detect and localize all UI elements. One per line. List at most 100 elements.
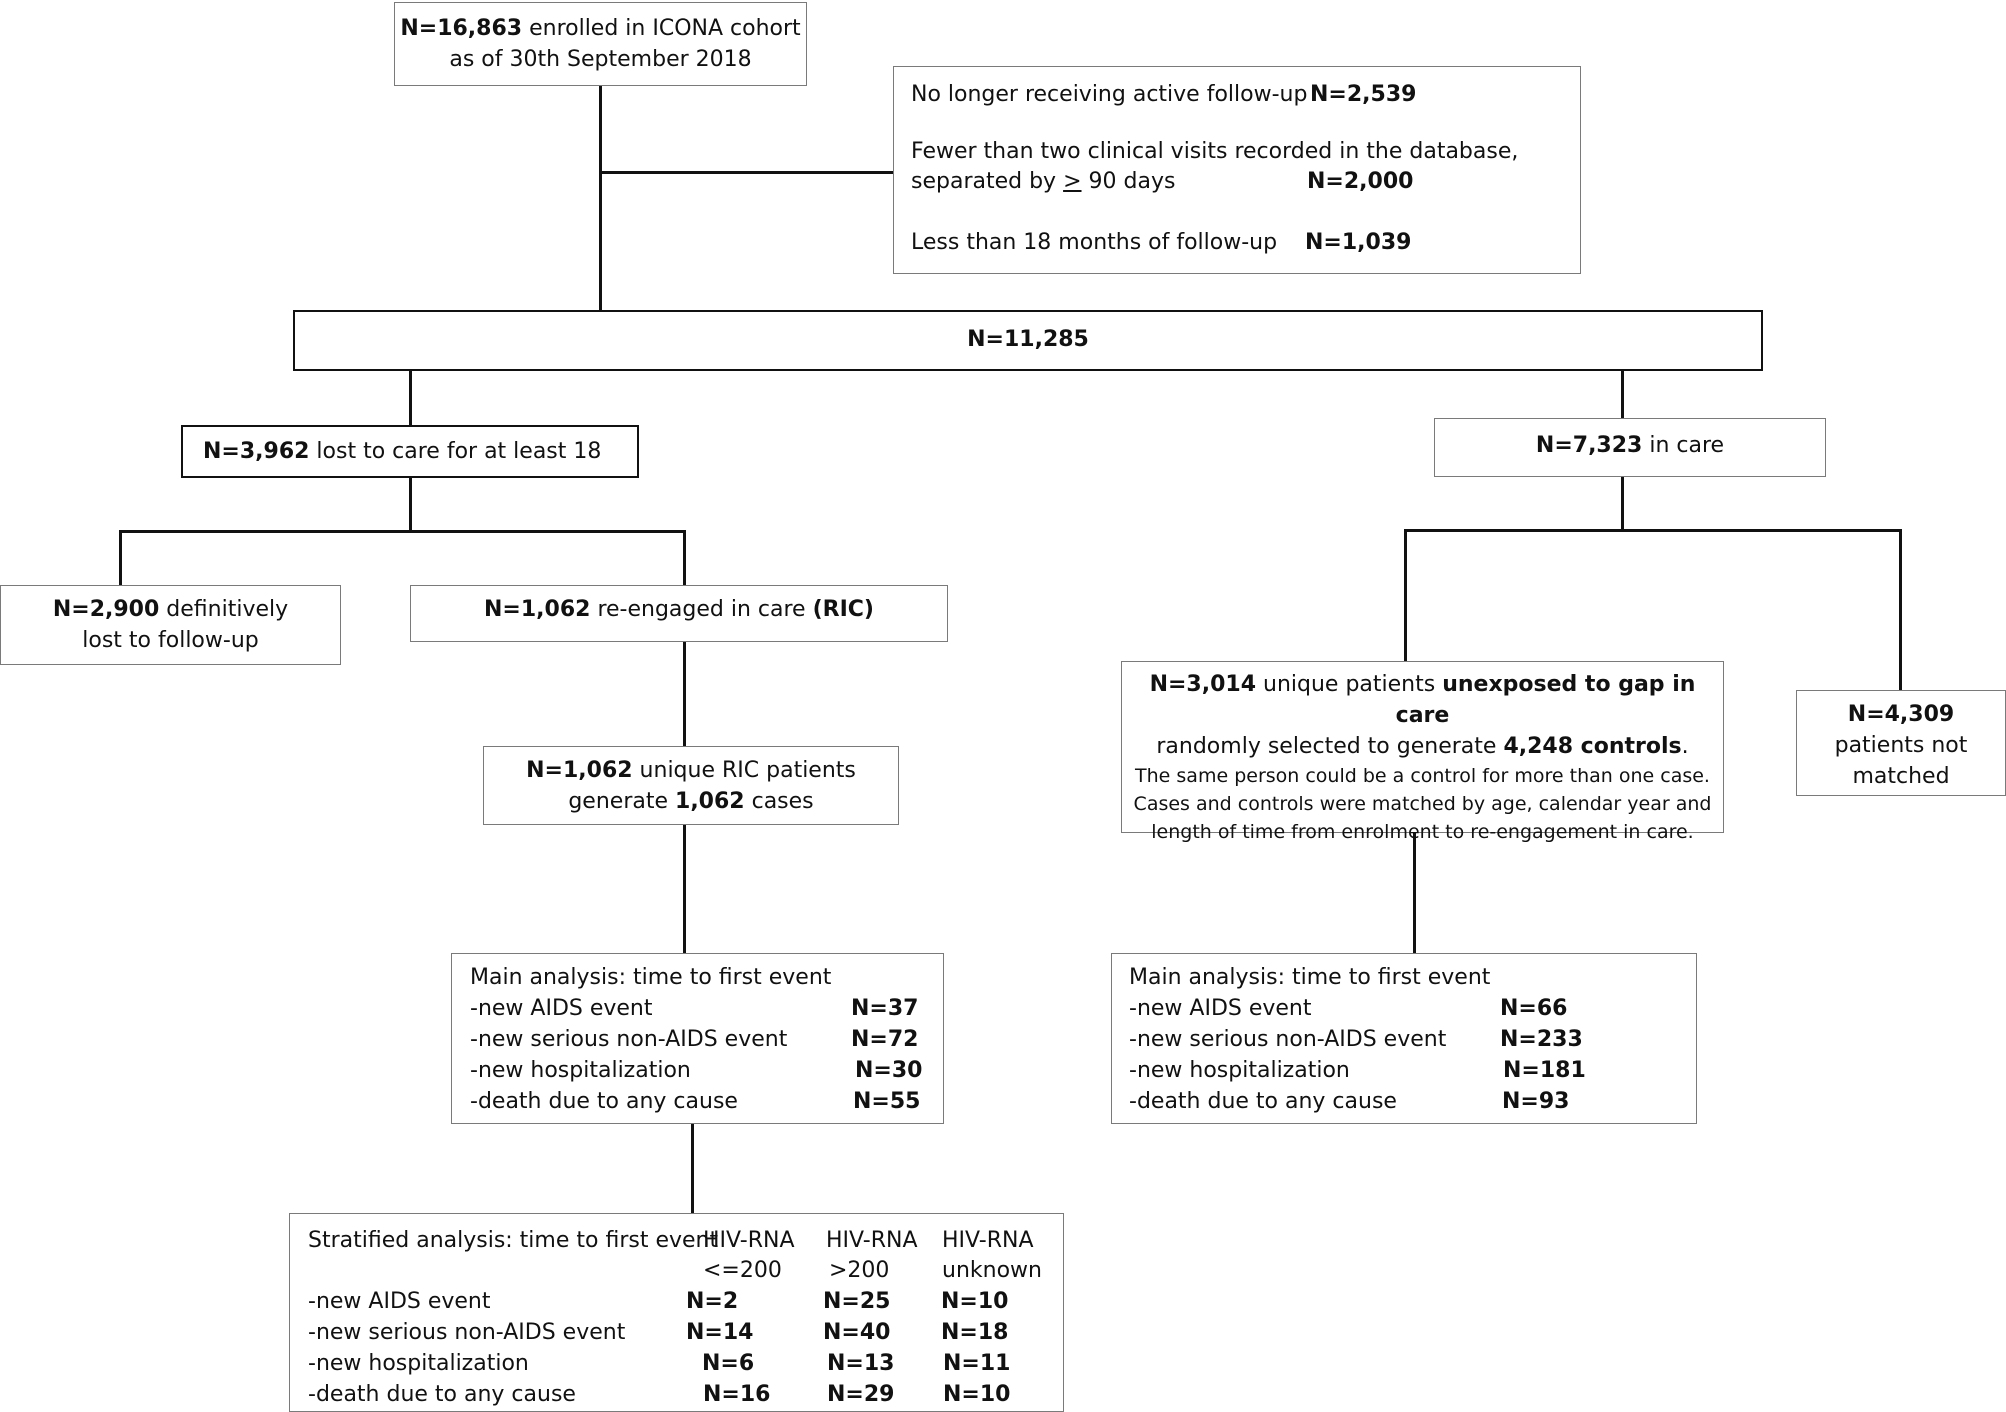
exclusion-2-post: 90 days bbox=[1081, 169, 1176, 194]
incare-text: in care bbox=[1642, 433, 1725, 458]
notmatched-line2: patients not bbox=[1834, 733, 1968, 758]
col-header-2-a: HIV-RNA bbox=[826, 1228, 918, 1253]
stratified-cell: N=13 bbox=[827, 1351, 895, 1376]
exclusion-1-label: No longer receiving active follow-up bbox=[911, 82, 1308, 107]
stratified-title: Stratified analysis: time to first event bbox=[308, 1228, 719, 1253]
controls-text: unique patients bbox=[1256, 672, 1443, 697]
connector-to-definitive bbox=[119, 530, 122, 585]
connector-enrolled-to-total bbox=[599, 86, 602, 312]
main-left-row-value: N=55 bbox=[853, 1089, 921, 1114]
lost-text: lost to care for at least 18 bbox=[309, 439, 602, 464]
stratified-cell: N=6 bbox=[702, 1351, 755, 1376]
exclusion-3-count: N=1,039 bbox=[1305, 230, 1412, 255]
ric-line2-pre: generate bbox=[568, 789, 676, 814]
main-left-row-label: -new serious non-AIDS event bbox=[470, 1027, 788, 1052]
main-analysis-right-box: Main analysis: time to first event -new … bbox=[1111, 953, 1697, 1124]
reengaged-text: re-engaged in care bbox=[590, 597, 813, 622]
definitive-text: definitively bbox=[159, 597, 289, 622]
total-box: N=11,285 bbox=[293, 310, 1763, 371]
ric-box: N=1,062 unique RIC patients generate 1,0… bbox=[483, 746, 899, 825]
main-right-row-label: -new hospitalization bbox=[1129, 1058, 1350, 1083]
stratified-cell: N=40 bbox=[823, 1320, 891, 1345]
main-left-title: Main analysis: time to first event bbox=[470, 965, 832, 990]
main-right-row-value: N=181 bbox=[1503, 1058, 1586, 1083]
ric-text: unique RIC patients bbox=[632, 758, 856, 783]
lost-box: N=3,962 lost to care for at least 18 bbox=[181, 425, 639, 478]
col-header-3-b: unknown bbox=[942, 1258, 1042, 1283]
reengaged-n: N=1,062 bbox=[484, 597, 591, 622]
connector-total-to-lost bbox=[409, 371, 412, 425]
connector-lost-down bbox=[409, 478, 412, 532]
stratified-row-label: -death due to any cause bbox=[308, 1382, 576, 1407]
controls-count: 4,248 controls bbox=[1503, 734, 1682, 759]
main-right-title: Main analysis: time to first event bbox=[1129, 965, 1491, 990]
incare-n: N=7,323 bbox=[1535, 433, 1643, 458]
definitive-n: N=2,900 bbox=[52, 597, 160, 622]
controls-n: N=3,014 bbox=[1149, 672, 1257, 697]
col-header-2-b: >200 bbox=[829, 1258, 890, 1283]
stratified-row-label: -new AIDS event bbox=[308, 1289, 491, 1314]
main-left-row-value: N=37 bbox=[851, 996, 919, 1021]
connector-controls-to-main-right bbox=[1413, 833, 1416, 953]
stratified-cell: N=10 bbox=[943, 1382, 1011, 1407]
incare-box: N=7,323 in care bbox=[1434, 418, 1826, 477]
main-left-row-value: N=30 bbox=[855, 1058, 923, 1083]
main-right-row-label: -new serious non-AIDS event bbox=[1129, 1027, 1447, 1052]
exclusion-2-label-line2: separated by > 90 days bbox=[911, 166, 1175, 197]
connector-reengaged-to-ric bbox=[683, 642, 686, 746]
enrolled-box: N=16,863 enrolled in ICONA cohort as of … bbox=[394, 2, 807, 86]
stratified-cell: N=2 bbox=[686, 1289, 739, 1314]
col-header-1-a: HIV-RNA bbox=[703, 1228, 795, 1253]
connector-lost-branch bbox=[119, 530, 686, 533]
main-right-row-value: N=66 bbox=[1500, 996, 1568, 1021]
main-left-row-label: -new hospitalization bbox=[470, 1058, 691, 1083]
controls-note-1: The same person could be a control for m… bbox=[1135, 765, 1710, 787]
main-right-row-label: -death due to any cause bbox=[1129, 1089, 1397, 1114]
total-n: N=11,285 bbox=[967, 327, 1089, 352]
main-left-row-label: -new AIDS event bbox=[470, 996, 653, 1021]
definitive-box: N=2,900 definitively lost to follow-up bbox=[0, 585, 341, 665]
notmatched-box: N=4,309 patients not matched bbox=[1796, 690, 2006, 796]
controls-line2-post: . bbox=[1681, 734, 1689, 759]
controls-note-3: length of time from enrolment to re-enga… bbox=[1151, 821, 1694, 843]
main-right-row-label: -new AIDS event bbox=[1129, 996, 1312, 1021]
exclusion-2-label-line1: Fewer than two clinical visits recorded … bbox=[911, 139, 1519, 164]
exclusion-2-count: N=2,000 bbox=[1307, 169, 1414, 194]
stratified-cell: N=16 bbox=[703, 1382, 771, 1407]
col-header-3-a: HIV-RNA bbox=[942, 1228, 1034, 1253]
main-right-row-value: N=233 bbox=[1500, 1027, 1583, 1052]
definitive-line2: lost to follow-up bbox=[82, 628, 259, 653]
notmatched-line3: matched bbox=[1852, 764, 1950, 789]
connector-ric-to-main-left bbox=[683, 825, 686, 953]
notmatched-n: N=4,309 bbox=[1847, 702, 1955, 727]
controls-unexposed: unexposed to gap in care bbox=[1395, 672, 1696, 728]
main-right-row-value: N=93 bbox=[1502, 1089, 1570, 1114]
connector-to-exclusions bbox=[600, 171, 895, 174]
stratified-row-label: -new hospitalization bbox=[308, 1351, 529, 1376]
controls-box: N=3,014 unique patients unexposed to gap… bbox=[1121, 661, 1724, 843]
col-header-1-b: <=200 bbox=[703, 1258, 782, 1283]
main-left-row-value: N=72 bbox=[851, 1027, 919, 1052]
stratified-cell: N=29 bbox=[827, 1382, 895, 1407]
stratified-row-label: -new serious non-AIDS event bbox=[308, 1320, 626, 1345]
exclusions-box: No longer receiving active follow-up N=2… bbox=[893, 66, 1581, 274]
enrolled-date: as of 30th September 2018 bbox=[449, 47, 752, 72]
controls-note-2: Cases and controls were matched by age, … bbox=[1133, 793, 1712, 815]
enrolled-text: enrolled in ICONA cohort bbox=[522, 16, 801, 41]
connector-main-left-to-stratified bbox=[691, 1124, 694, 1213]
connector-total-to-incare bbox=[1621, 371, 1624, 418]
exclusion-2-pre: separated by bbox=[911, 169, 1064, 194]
ric-line2-post: cases bbox=[744, 789, 814, 814]
main-left-row-label: -death due to any cause bbox=[470, 1089, 738, 1114]
enrolled-n: N=16,863 bbox=[400, 16, 523, 41]
reengaged-box: N=1,062 re-engaged in care (RIC) bbox=[410, 585, 948, 642]
exclusion-2-ge-symbol: > bbox=[1063, 169, 1082, 194]
connector-to-notmatched bbox=[1899, 529, 1902, 690]
stratified-cell: N=25 bbox=[823, 1289, 891, 1314]
controls-line2-pre: randomly selected to generate bbox=[1156, 734, 1504, 759]
stratified-cell: N=10 bbox=[941, 1289, 1009, 1314]
ric-cases-n: 1,062 bbox=[675, 789, 745, 814]
connector-to-controls bbox=[1404, 529, 1407, 661]
connector-incare-branch bbox=[1404, 529, 1902, 532]
lost-n: N=3,962 bbox=[203, 439, 310, 464]
